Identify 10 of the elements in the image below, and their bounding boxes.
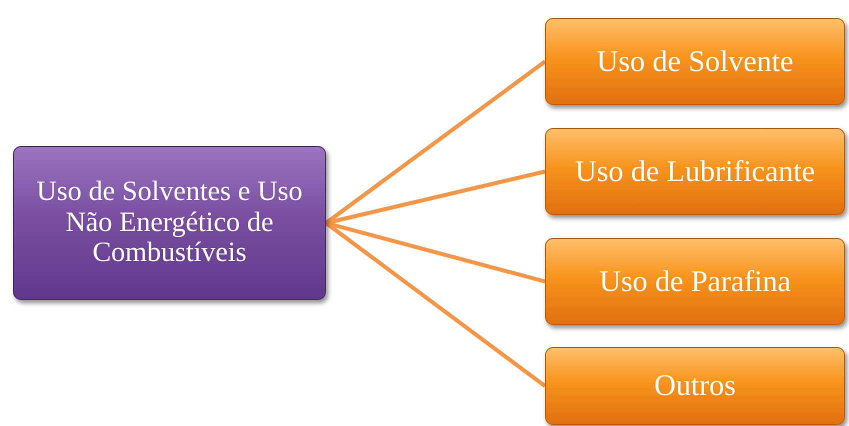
box-label: Uso de Solventes e Uso Não Energético de Combustíveis [36,176,304,270]
box-label: Outros [654,369,736,403]
box-label: Uso de Solvente [596,44,794,78]
box-label: Uso de Parafina [599,264,791,298]
subcategory-box [545,128,845,215]
subcategory-box [545,18,845,105]
category-box [13,146,326,300]
box-label: Uso de Lubrificante [575,154,815,188]
subcategory-box [545,347,845,425]
subcategory-box [545,238,845,325]
